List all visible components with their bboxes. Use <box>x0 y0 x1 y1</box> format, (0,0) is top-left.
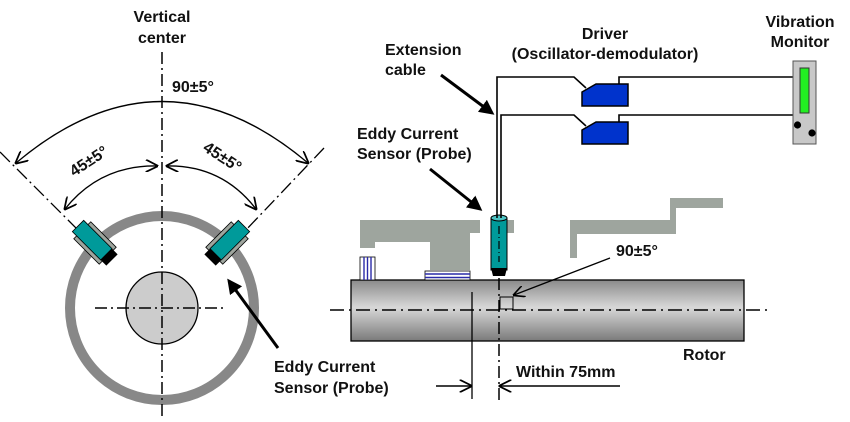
driver-label-2: (Oscillator-demodulator) <box>512 46 699 63</box>
angle-45-left-arrow <box>65 166 157 209</box>
side-probe-icon <box>490 214 508 276</box>
right-angle-marker <box>499 296 514 310</box>
bearing-housing <box>360 198 723 270</box>
probe-left-label-1: Eddy Current <box>274 359 376 376</box>
angle-total-label: 90±5° <box>172 79 214 96</box>
perpendicular-angle-label: 90±5° <box>616 243 658 260</box>
angle-right-label: 45±5° <box>200 139 244 176</box>
extension-cable-label-1: Extension <box>385 42 461 59</box>
perpendicular-pointer <box>514 257 611 295</box>
extension-cable-2 <box>500 114 587 218</box>
vibration-monitor-icon <box>792 60 817 145</box>
angle-45-right-arrow <box>167 166 256 209</box>
side-view: Extension cable Eddy Current Sensor (Pro… <box>330 14 835 400</box>
monitor-label-1: Vibration <box>765 14 834 31</box>
angle-left-label: 45±5° <box>67 143 111 180</box>
bearing-left-icon <box>359 256 376 281</box>
right-probe-axis <box>243 147 325 233</box>
monitor-label-2: Monitor <box>771 34 830 51</box>
vertical-center-label-2: center <box>138 30 186 47</box>
left-probe-icon <box>71 219 118 266</box>
left-probe-axis <box>0 151 81 233</box>
driver-top-icon <box>581 76 795 107</box>
distance-label: Within 75mm <box>516 364 615 381</box>
bearing-mid-icon <box>424 270 471 281</box>
driver-bottom-icon <box>581 114 795 145</box>
extension-cable-label-2: cable <box>385 62 426 79</box>
probe-right-pointer <box>429 167 483 211</box>
vertical-center-label-1: Vertical <box>134 9 191 26</box>
rotor-label: Rotor <box>683 347 726 364</box>
extension-cable-pointer <box>440 73 495 115</box>
cross-section-view: Vertical center 90±5° 45±5° 45±5° Eddy C… <box>0 9 389 420</box>
probe-right-label-2: Sensor (Probe) <box>357 146 472 163</box>
probe-left-label-2: Sensor (Probe) <box>274 380 389 397</box>
right-probe-icon <box>204 219 251 266</box>
driver-label-1: Driver <box>582 26 628 43</box>
probe-left-pointer <box>227 278 280 349</box>
probe-right-label-1: Eddy Current <box>357 126 459 143</box>
extension-cable-1 <box>496 76 587 218</box>
angle-90-arrow <box>16 100 308 164</box>
